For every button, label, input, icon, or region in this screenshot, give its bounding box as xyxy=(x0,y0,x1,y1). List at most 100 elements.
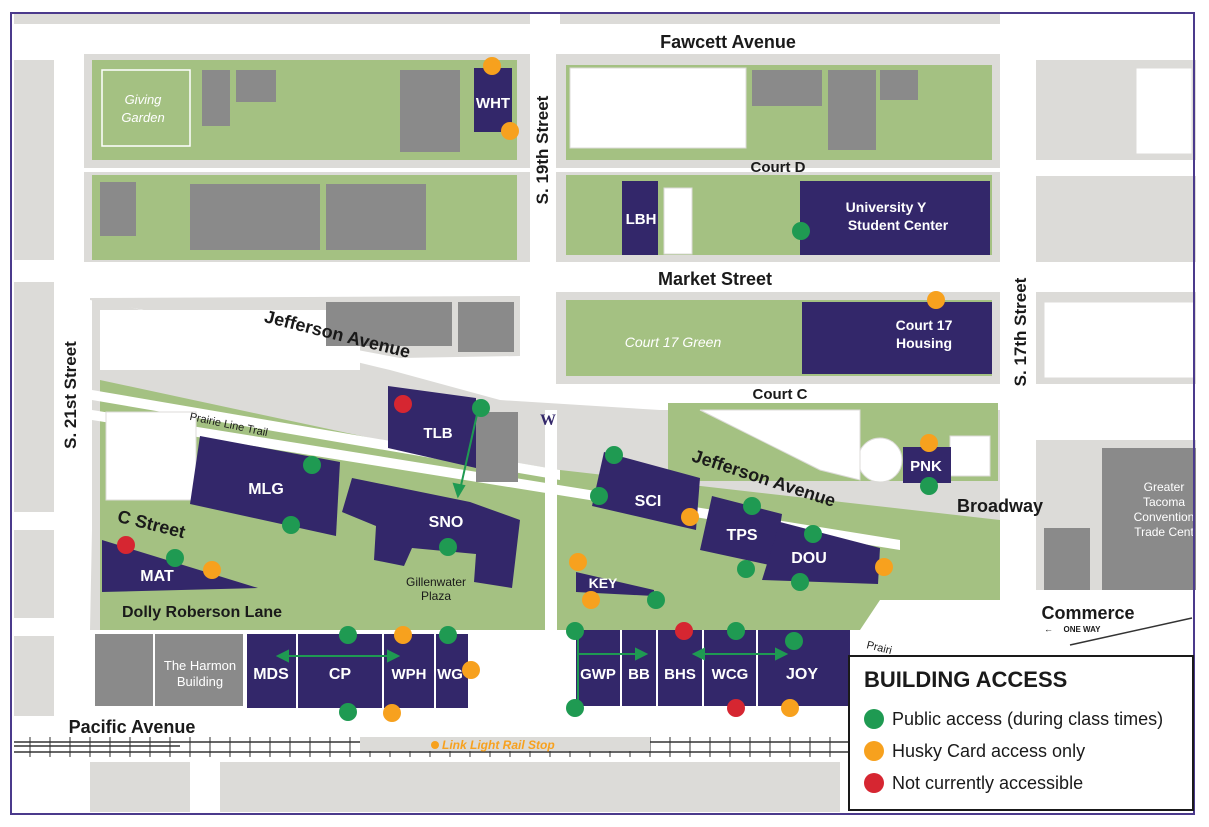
public-dot xyxy=(303,456,321,474)
label-gwp: GWP xyxy=(580,666,616,683)
building-key xyxy=(576,572,654,596)
building-sci xyxy=(592,452,700,530)
public-dot xyxy=(439,538,457,556)
label-key: KEY xyxy=(589,575,618,591)
giving-garden-outline xyxy=(101,69,191,147)
closed-dot xyxy=(117,536,135,554)
building-bhs xyxy=(658,630,702,706)
public-dot xyxy=(737,560,755,578)
label-cp: CP xyxy=(329,666,352,683)
building-cp xyxy=(298,634,382,708)
building-access-legend: BUILDING ACCESS Public access (during cl… xyxy=(848,655,1194,811)
public-dot xyxy=(804,525,822,543)
legend-item-closed: Not currently accessible xyxy=(864,767,1178,799)
label-mlg: MLG xyxy=(248,481,284,498)
husky-dot xyxy=(920,434,938,452)
label-wht: WHT xyxy=(476,95,510,112)
uw-logo: W xyxy=(540,412,556,429)
husky-dot xyxy=(927,291,945,309)
public-dot xyxy=(792,222,810,240)
building-mat xyxy=(102,540,258,592)
street-commerce: Commerce xyxy=(1041,603,1134,623)
one-way-arrow: ← xyxy=(1044,624,1053,634)
legend-item-public: Public access (during class times) xyxy=(864,703,1178,735)
building-gwp xyxy=(576,630,620,706)
public-dot xyxy=(785,632,803,650)
label-mat: MAT xyxy=(140,568,174,585)
closed-dot xyxy=(675,622,693,640)
label-wg: WG xyxy=(437,666,463,683)
not-accessible-dot-icon xyxy=(864,773,884,793)
label-bb: BB xyxy=(628,666,650,683)
legend-label: Husky Card access only xyxy=(892,740,1086,761)
public-dot xyxy=(727,622,745,640)
public-dot xyxy=(566,622,584,640)
building-lbh xyxy=(622,181,658,255)
building-pnk xyxy=(903,447,951,483)
label-pnk: PNK xyxy=(910,458,942,475)
label-wcg: WCG xyxy=(712,666,749,683)
husky-dot xyxy=(875,558,893,576)
building-joy xyxy=(758,630,850,706)
public-dot xyxy=(439,626,457,644)
street-s21: S. 21st Street xyxy=(61,341,80,449)
street-court-c: Court C xyxy=(753,386,808,403)
building-tps xyxy=(700,496,782,566)
label-bhs: BHS xyxy=(664,666,696,683)
label-wph: WPH xyxy=(392,666,427,683)
label-sci: SCI xyxy=(635,493,662,510)
street-s19: S. 19th Street xyxy=(533,95,552,204)
map-frame xyxy=(10,12,1195,815)
street-s17: S. 17th Street xyxy=(1011,277,1030,386)
husky-dot xyxy=(501,122,519,140)
public-dot xyxy=(605,446,623,464)
street-court-d: Court D xyxy=(751,159,806,176)
building-wht xyxy=(474,68,512,132)
building-bb xyxy=(622,630,656,706)
public-dot xyxy=(920,477,938,495)
court17-green-label: Court 17 Green xyxy=(625,334,722,350)
access-dots xyxy=(117,57,945,749)
public-dot xyxy=(791,573,809,591)
label-sno: SNO xyxy=(429,514,464,531)
building-university-y xyxy=(800,181,990,255)
public-dot xyxy=(590,487,608,505)
public-dot xyxy=(743,497,761,515)
building-wcg xyxy=(704,630,756,706)
husky-dot xyxy=(483,57,501,75)
white-blocks xyxy=(105,67,1195,501)
public-dot xyxy=(339,703,357,721)
street-broadway: Broadway xyxy=(957,496,1043,516)
uw-buildings xyxy=(102,68,992,708)
building-sno xyxy=(342,478,520,588)
husky-dot xyxy=(394,626,412,644)
label-tlb: TLB xyxy=(423,425,452,442)
street-pacific: Pacific Avenue xyxy=(69,717,196,737)
label-dou: DOU xyxy=(791,550,827,567)
link-stop-dot xyxy=(431,741,439,749)
public-dot xyxy=(282,516,300,534)
label-mds: MDS xyxy=(253,666,289,683)
label-joy: JOY xyxy=(786,666,818,683)
husky-dot xyxy=(681,508,699,526)
connector-arrows xyxy=(275,409,789,704)
label-tps: TPS xyxy=(726,527,757,544)
husky-dot xyxy=(203,561,221,579)
building-court17-housing xyxy=(802,302,992,374)
building-mds xyxy=(247,634,296,708)
husky-dot xyxy=(781,699,799,717)
street-fawcett: Fawcett Avenue xyxy=(660,32,796,52)
building-dou xyxy=(762,522,880,584)
one-way-label: ONE WAY xyxy=(1063,625,1101,634)
street-market: Market Street xyxy=(658,269,772,289)
husky-dot xyxy=(582,591,600,609)
label-lbh: LBH xyxy=(626,211,657,228)
husky-dot xyxy=(462,661,480,679)
